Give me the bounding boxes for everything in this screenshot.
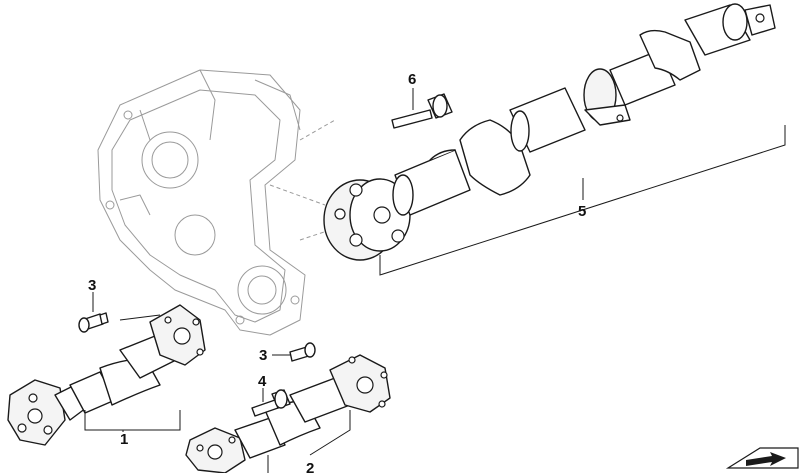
bolt-part-3-upper bbox=[78, 292, 109, 333]
transfer-case-housing bbox=[97, 69, 336, 336]
front-propeller-shaft-1 bbox=[7, 304, 206, 446]
rear-propeller-shaft bbox=[323, 3, 786, 276]
callout-3-upper: 3 bbox=[88, 277, 96, 294]
callout-5: 5 bbox=[578, 203, 586, 220]
callout-3-lower: 3 bbox=[259, 347, 267, 364]
front-propeller-shaft-2 bbox=[185, 354, 391, 473]
callout-4: 4 bbox=[258, 373, 267, 390]
bolt-part-4 bbox=[251, 388, 291, 417]
flex-disc-bolt bbox=[391, 88, 453, 129]
bolt-part-3-lower bbox=[272, 342, 316, 362]
callout-2: 2 bbox=[306, 460, 314, 473]
arrow-direction-icon bbox=[725, 447, 799, 469]
callout-6: 6 bbox=[408, 71, 416, 88]
center-bearing bbox=[583, 68, 631, 126]
callout-1: 1 bbox=[120, 431, 128, 448]
